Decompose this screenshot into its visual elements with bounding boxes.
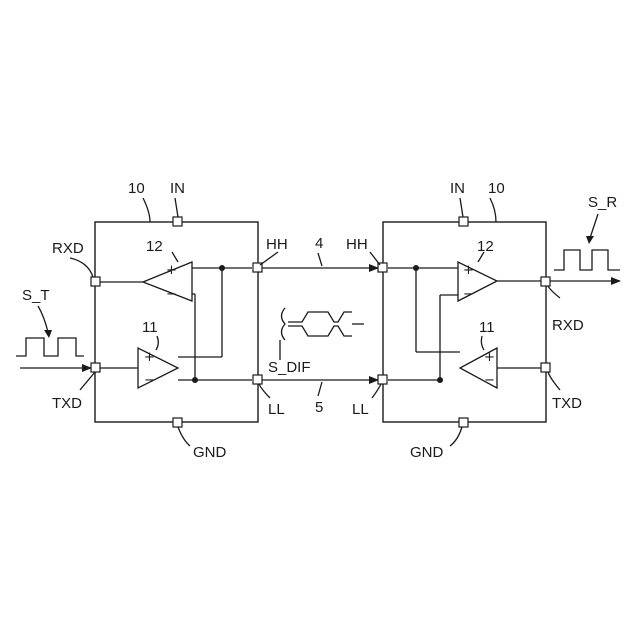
plus-sign: + <box>144 350 155 365</box>
square-wave-waveform <box>16 338 84 356</box>
pin-gnd-right <box>459 418 468 427</box>
ll-label: LL <box>268 401 285 418</box>
txd-label: TXD <box>552 395 582 412</box>
junction-dot <box>413 265 419 271</box>
in-label: IN <box>170 180 185 197</box>
input-signal-s-t: S_T <box>16 287 91 368</box>
hh-label: HH <box>266 236 288 253</box>
transceiver-ref-label: 10 <box>488 180 505 197</box>
receiver-ref-label: 12 <box>146 238 163 255</box>
gnd-label: GND <box>193 444 227 461</box>
junction-dot <box>219 265 225 271</box>
line-ll-ref-label: 5 <box>315 399 323 416</box>
receiver-amplifier-right: + − <box>458 262 497 302</box>
transmitter-ref-label: 11 <box>142 319 158 336</box>
right-transceiver: + − + − IN 10 HH LL 12 11 GND <box>346 180 584 461</box>
transmitter-amplifier-right: + − <box>460 348 497 388</box>
right-transceiver-box <box>383 222 546 422</box>
rxd-label: RXD <box>552 317 584 334</box>
minus-sign: − <box>166 287 177 302</box>
pin-rxd-left <box>91 277 100 286</box>
receiver-amplifier-left: + − <box>143 262 192 302</box>
differential-signal-waveform <box>282 308 365 340</box>
line-hh-ref-label: 4 <box>315 235 323 252</box>
pin-gnd-left <box>173 418 182 427</box>
ll-label: LL <box>352 401 369 418</box>
transmission-lines: 4 5 S_DIF <box>262 235 378 416</box>
pin-ll-left <box>253 375 262 384</box>
left-transceiver-box <box>95 222 258 422</box>
pin-txd-left <box>91 363 100 372</box>
pin-ll-right <box>378 375 387 384</box>
plus-sign: + <box>166 263 177 278</box>
square-wave-waveform <box>554 250 620 270</box>
plus-sign: + <box>463 263 474 278</box>
txd-label: TXD <box>52 395 82 412</box>
s-t-label: S_T <box>22 287 50 304</box>
minus-sign: − <box>144 373 155 388</box>
pin-in-left <box>173 217 182 226</box>
junction-dot <box>192 377 198 383</box>
s-dif-label: S_DIF <box>268 359 311 376</box>
pin-rxd-right <box>541 277 550 286</box>
receiver-ref-label: 12 <box>477 238 494 255</box>
rxd-label: RXD <box>52 240 84 257</box>
pin-txd-right <box>541 363 550 372</box>
minus-sign: − <box>484 373 495 388</box>
in-label: IN <box>450 180 465 197</box>
minus-sign: − <box>463 287 474 302</box>
hh-label: HH <box>346 236 368 253</box>
transmitter-ref-label: 11 <box>479 319 495 336</box>
plus-sign: + <box>484 350 495 365</box>
output-signal-s-r: S_R <box>550 194 620 281</box>
pin-in-right <box>459 217 468 226</box>
s-r-label: S_R <box>588 194 617 211</box>
transceiver-ref-label: 10 <box>128 180 145 197</box>
transmitter-amplifier-left: + − <box>138 348 178 388</box>
left-transceiver: + − + − 10 IN RXD TXD 12 11 GND <box>52 180 288 461</box>
gnd-label: GND <box>410 444 444 461</box>
junction-dot <box>437 377 443 383</box>
